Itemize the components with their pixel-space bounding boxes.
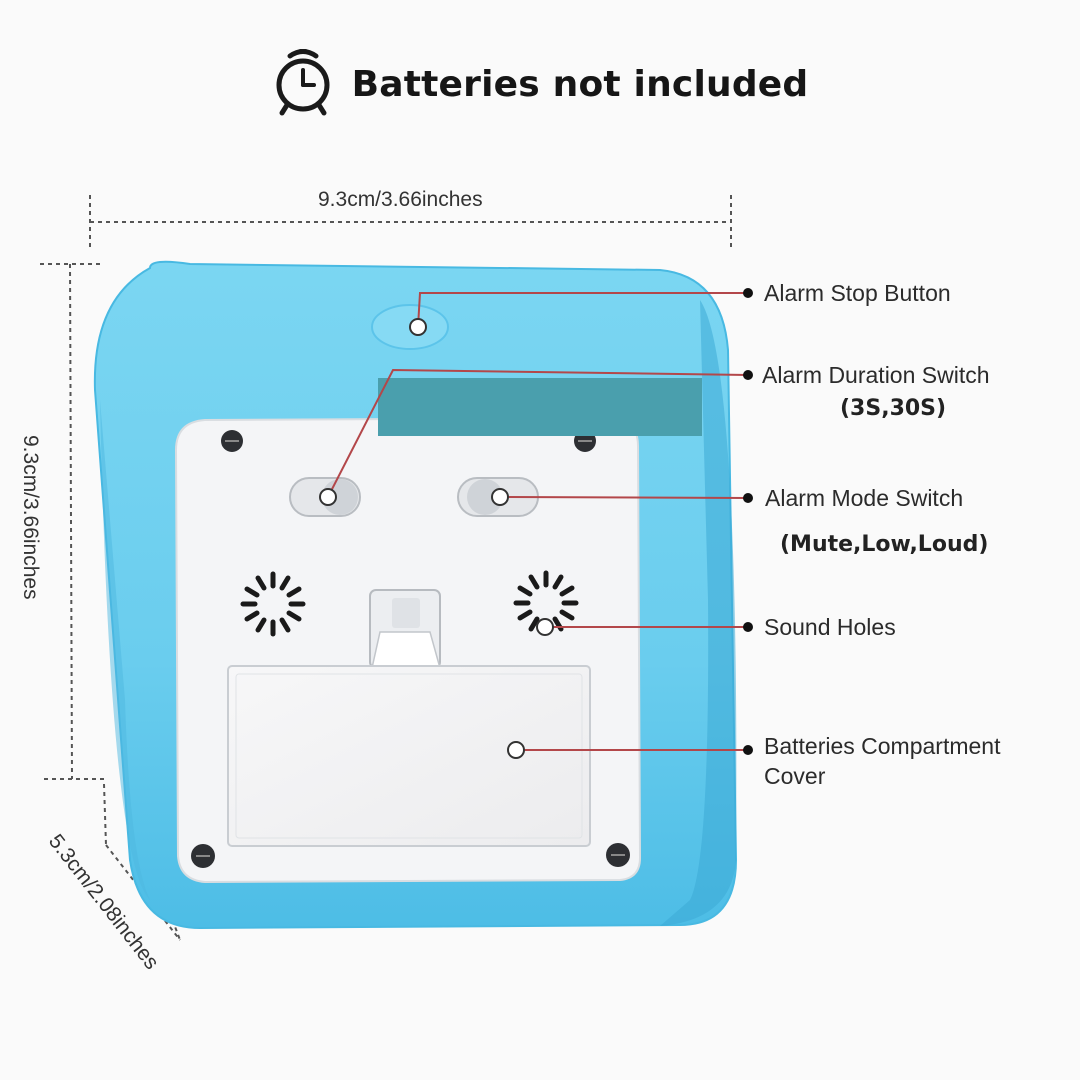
width-dimension-label: 9.3cm/3.66inches [318, 188, 483, 211]
callout-batteries-compartment-line2: Cover [764, 763, 826, 789]
height-dimension [40, 263, 104, 780]
batteries-compartment-cover[interactable] [227, 665, 591, 847]
page-title: Batteries not included [351, 63, 809, 105]
alarm-duration-switch[interactable] [289, 477, 361, 517]
callout-alarm-mode-switch: Alarm Mode Switch [765, 485, 964, 511]
sound-holes-left [240, 571, 306, 637]
leader-lines [327, 292, 749, 751]
alarm-clock-icon [272, 47, 334, 121]
callout-alarm-duration-options: (3S,30S) [840, 396, 947, 421]
callout-alarm-mode-options: (Mute,Low,Loud) [780, 532, 989, 557]
callout-sound-holes: Sound Holes [764, 614, 896, 640]
callout-batteries-compartment: Batteries Compartment [764, 733, 1001, 759]
height-dimension-label: 9.3cm/3.66inches [19, 435, 42, 600]
callout-alarm-stop-button: Alarm Stop Button [764, 280, 951, 306]
callout-bullets [743, 288, 753, 755]
callout-markers [319, 318, 554, 759]
screw [606, 843, 630, 867]
screw [221, 430, 243, 452]
redaction-box [378, 378, 702, 436]
screw [191, 844, 215, 868]
kickstand [369, 589, 441, 669]
width-dimension [89, 195, 732, 250]
header: Batteries not included [0, 44, 1080, 124]
callout-alarm-duration-switch: Alarm Duration Switch [762, 362, 990, 388]
